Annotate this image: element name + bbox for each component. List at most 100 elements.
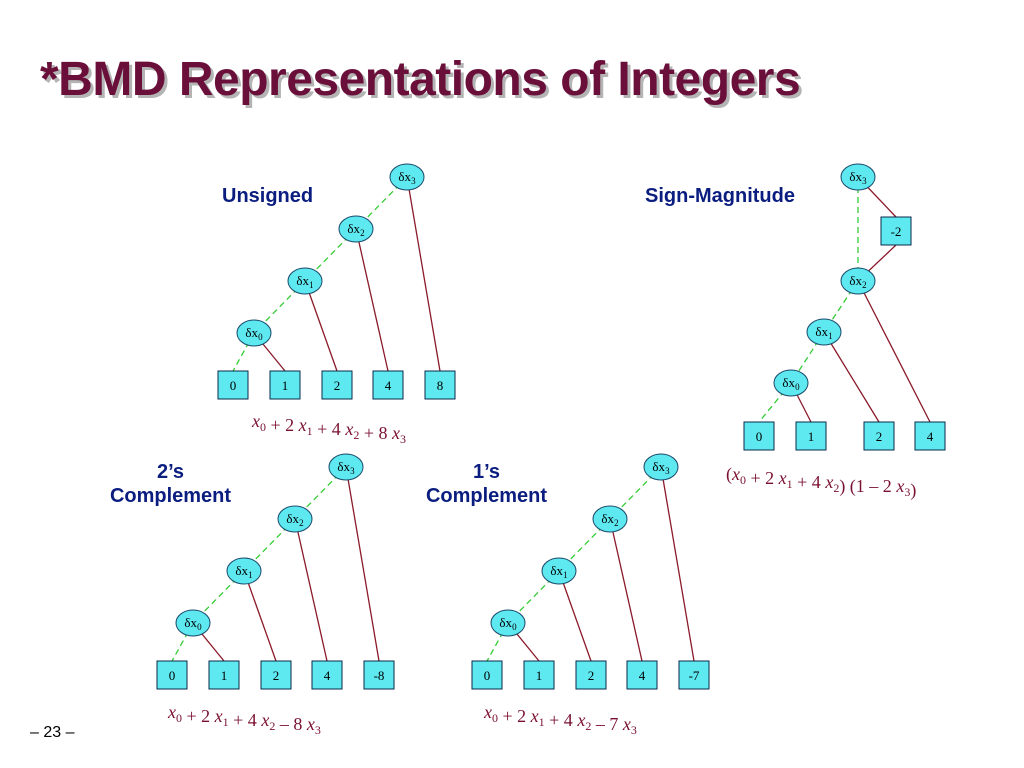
decision-node-x2: [592, 505, 628, 533]
hi-edge: [660, 466, 695, 662]
node-label: δx3: [398, 169, 416, 186]
label-line: Complement: [109, 485, 232, 507]
formula-1: (x0 + 2 x1 + 4 x2) (1 – 2 x3): [726, 464, 916, 501]
node-label: δx1: [815, 324, 832, 341]
terminal-value: [795, 421, 827, 451]
node-label: δx3: [652, 459, 670, 476]
decision-node-x1: [541, 557, 577, 585]
decision-node-x1: [806, 318, 842, 346]
terminal-value: [678, 660, 710, 690]
hi-edge: [304, 280, 338, 372]
lo-edge: [758, 382, 792, 423]
label-line: Complement: [425, 485, 548, 507]
formula-3: x0 + 2 x1 + 4 x2 – 7 x3: [483, 702, 637, 737]
node-label: δx3: [849, 169, 867, 186]
terminal-label: 4: [385, 378, 392, 393]
node-label: δx1: [235, 563, 252, 580]
node-label: δx2: [347, 221, 364, 238]
lo-edge: [232, 332, 255, 372]
formula-2: x0 + 2 x1 + 4 x2 – 8 x3: [167, 702, 321, 737]
terminal-label: 4: [927, 429, 934, 444]
terminal-value: [156, 660, 188, 690]
decision-node-x2: [277, 505, 313, 533]
hi-edge: [406, 176, 441, 372]
hi-edge: [609, 518, 643, 662]
terminal-label: 1: [221, 668, 228, 683]
terminal-value: [575, 660, 607, 690]
terminal-value: [372, 370, 404, 400]
node-label: δx0: [782, 375, 800, 392]
decision-node-x0: [236, 319, 272, 347]
terminal-value: [311, 660, 343, 690]
hi-edge: [857, 280, 931, 423]
hi-edge: [823, 331, 880, 423]
terminal-value: [321, 370, 353, 400]
terminal-value: [260, 660, 292, 690]
decision-node-x1: [226, 557, 262, 585]
hi-edge: [355, 228, 389, 372]
terminal-label: -8: [374, 668, 385, 683]
terminal-label: 2: [334, 378, 341, 393]
decision-node-x0: [175, 609, 211, 637]
terminal-value: [424, 370, 456, 400]
terminal-label: 1: [536, 668, 543, 683]
terminal-label: 4: [324, 668, 331, 683]
terminal-label: 0: [484, 668, 491, 683]
lo-edge: [171, 622, 194, 662]
terminal-label: 1: [808, 429, 815, 444]
label-unsigned: Unsigned: [222, 184, 313, 208]
node-label: δx0: [499, 615, 517, 632]
terminal-value: [523, 660, 555, 690]
terminal-label: 0: [169, 668, 176, 683]
slide-title: *BMD Representations of Integers: [40, 53, 801, 106]
decision-node-x3: [840, 163, 876, 191]
label-twos-complement: 2’s Complement: [93, 460, 248, 508]
terminal-label: 0: [756, 429, 763, 444]
node-label: δx0: [245, 325, 263, 342]
decision-node-x0: [490, 609, 526, 637]
terminal-label: 8: [437, 378, 444, 393]
page-number: – 23 –: [30, 724, 75, 741]
node-label: δx0: [184, 615, 202, 632]
decision-node-x3: [389, 163, 425, 191]
terminal-value: [743, 421, 775, 451]
hi-edge: [294, 518, 328, 662]
label-line: 2’s: [156, 461, 185, 483]
terminal-value: [363, 660, 395, 690]
node-label: δx1: [296, 273, 313, 290]
decision-node-x3: [643, 453, 679, 481]
label-line: Sign-Magnitude: [645, 185, 795, 207]
node-label: δx2: [849, 273, 866, 290]
lo-edge: [486, 622, 509, 662]
hi-edge: [243, 570, 277, 662]
terminal-value: [863, 421, 895, 451]
terminal-value: [208, 660, 240, 690]
terminal-value: [217, 370, 249, 400]
label-sign-magnitude: Sign-Magnitude: [645, 184, 795, 208]
terminal-label: 2: [588, 668, 595, 683]
terminal-label: 2: [273, 668, 280, 683]
formula-0: x0 + 2 x1 + 4 x2 + 8 x3: [251, 411, 406, 446]
decision-node-x0: [773, 369, 809, 397]
node-label: δx2: [286, 511, 303, 528]
terminal-value: [471, 660, 503, 690]
hi-edge: [345, 466, 380, 662]
label-line: Unsigned: [222, 185, 314, 207]
terminal-label: 2: [876, 429, 883, 444]
hi-edge: [558, 570, 592, 662]
label-ones-complement: 1’s Complement: [409, 460, 564, 508]
terminal-value: [914, 421, 946, 451]
terminal-label: 0: [230, 378, 237, 393]
terminal-value: [880, 216, 912, 246]
decision-node-x2: [338, 215, 374, 243]
terminal-label: 1: [282, 378, 289, 393]
decision-node-x3: [328, 453, 364, 481]
terminal-label: -7: [689, 668, 700, 683]
decision-node-x1: [287, 267, 323, 295]
terminal-value: [626, 660, 658, 690]
node-label: δx2: [601, 511, 618, 528]
terminal-label: 4: [639, 668, 646, 683]
node-label: δx1: [550, 563, 567, 580]
terminal-label: -2: [891, 224, 902, 239]
